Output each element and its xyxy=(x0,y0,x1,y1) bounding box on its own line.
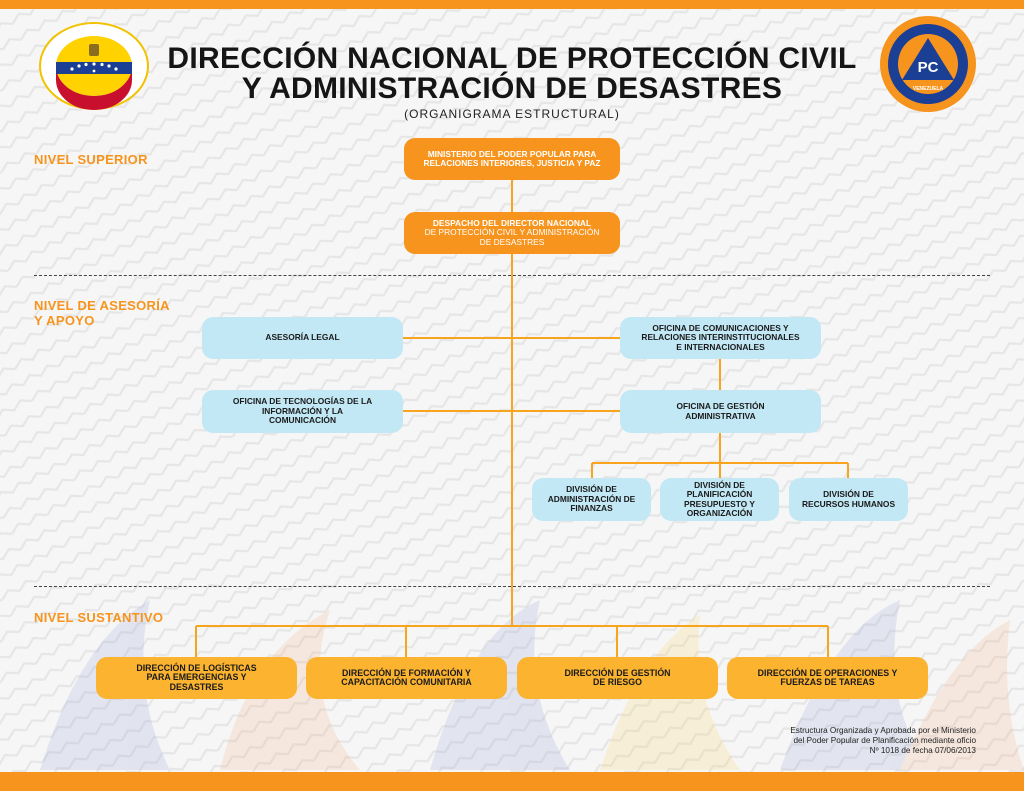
box-despacho-line-1: DESPACHO DEL DIRECTOR NACIONAL xyxy=(432,217,592,228)
box-gestion-admin-line-2: ADMINISTRATIVA xyxy=(685,410,756,421)
footnote-line-1: Estructura Organizada y Aprobada por el … xyxy=(790,726,976,735)
level-label-superior: NIVEL SUPERIOR xyxy=(34,152,148,167)
box-direccion-operaciones: DIRECCIÓN DE OPERACIONES Y FUERZAS DE TA… xyxy=(727,657,928,699)
box-div-planificacion-line-1: DIVISIÓN DE xyxy=(694,479,745,490)
box-oficina-comunicaciones: OFICINA DE COMUNICACIONES Y RELACIONES I… xyxy=(620,317,821,359)
box-div-planificacion-line-4: ORGANIZACIÓN xyxy=(686,508,753,518)
box-div-planificacion-line-3: PRESUPUESTO Y xyxy=(684,498,755,509)
level-label-sustantivo: NIVEL SUSTANTIVO xyxy=(34,610,164,625)
box-ministerio-line-1: MINISTERIO DEL PODER POPULAR PARA xyxy=(427,148,597,159)
box-division-recursos-humanos: DIVISIÓN DE RECURSOS HUMANOS xyxy=(789,478,908,521)
box-div-planificacion-line-2: PLANIFICACIÓN xyxy=(686,489,753,499)
box-comunicaciones-line-1: OFICINA DE COMUNICACIONES Y xyxy=(652,322,789,333)
box-div-finanzas-line-1: DIVISIÓN DE xyxy=(566,484,617,495)
box-asesoria-legal-line-1: ASESORÍA LEGAL xyxy=(265,332,340,343)
box-div-finanzas-line-2: ADMINISTRACIÓN DE xyxy=(547,493,636,504)
top-orange-band xyxy=(0,0,1024,9)
level-label-asesoria-line-2: Y APOYO xyxy=(34,313,95,328)
box-dir-operaciones-line-2: FUERZAS DE TAREAS xyxy=(780,677,875,687)
box-div-rrhh-line-2: RECURSOS HUMANOS xyxy=(801,498,896,509)
box-comunicaciones-line-2: RELACIONES INTERINSTITUCIONALES xyxy=(641,332,800,343)
box-despacho-line-3: DE DESASTRES xyxy=(479,236,545,247)
box-tecnologias-line-3: COMUNICACIÓN xyxy=(269,415,336,426)
pc-emblem-letters: PC xyxy=(918,59,939,76)
box-direccion-logisticas: DIRECCIÓN DE LOGÍSTICAS PARA EMERGENCIAS… xyxy=(96,657,297,699)
level-label-asesoria: NIVEL DE ASESORÍA Y APOYO xyxy=(34,298,170,328)
box-direccion-formacion: DIRECCIÓN DE FORMACIÓN Y CAPACITACIÓN CO… xyxy=(306,657,507,699)
page-title-line-1: DIRECCIÓN NACIONAL DE PROTECCIÓN CIVIL xyxy=(167,42,857,75)
page-subtitle: (ORGANIGRAMA ESTRUCTURAL) xyxy=(404,107,620,121)
approval-footnote: Estructura Organizada y Aprobada por el … xyxy=(740,726,976,756)
box-despacho-line-2: DE PROTECCIÓN CIVIL Y ADMINISTRACIÓN xyxy=(424,227,600,238)
box-gestion-admin-line-1: OFICINA DE GESTIÓN xyxy=(676,401,765,411)
box-oficina-tecnologias: OFICINA DE TECNOLOGÍAS DE LA INFORMACIÓN… xyxy=(202,390,403,433)
box-ministerio: MINISTERIO DEL PODER POPULAR PARA RELACI… xyxy=(404,138,620,180)
box-ministerio-line-2: RELACIONES INTERIORES, JUSTICIA Y PAZ xyxy=(423,158,601,168)
proteccion-civil-emblem-logo: PC VENEZUELA xyxy=(880,16,976,112)
box-tecnologias-line-1: OFICINA DE TECNOLOGÍAS DE LA xyxy=(232,396,373,407)
box-direccion-gestion-riesgo: DIRECCIÓN DE GESTIÓN DE RIESGO xyxy=(517,657,718,699)
box-dir-logisticas-line-1: DIRECCIÓN DE LOGÍSTICAS xyxy=(136,662,257,673)
box-div-rrhh-line-1: DIVISIÓN DE xyxy=(823,489,874,499)
box-dir-logisticas-line-2: PARA EMERGENCIAS Y xyxy=(146,672,247,683)
footnote-line-2: del Poder Popular de Planificación media… xyxy=(793,736,976,745)
box-dir-riesgo-line-1: DIRECCIÓN DE GESTIÓN xyxy=(564,667,671,678)
box-asesoria-legal: ASESORÍA LEGAL xyxy=(202,317,403,359)
box-dir-formacion-line-2: CAPACITACIÓN COMUNITARIA xyxy=(341,677,472,687)
footnote-line-3: Nº 1018 de fecha 07/06/2013 xyxy=(869,746,976,755)
emblem-country-label: VENEZUELA xyxy=(913,86,944,92)
box-division-finanzas: DIVISIÓN DE ADMINISTRACIÓN DE FINANZAS xyxy=(532,478,651,521)
box-oficina-gestion-administrativa: OFICINA DE GESTIÓN ADMINISTRATIVA xyxy=(620,390,821,433)
bottom-orange-band xyxy=(0,772,1024,791)
box-dir-formacion-line-1: DIRECCIÓN DE FORMACIÓN Y xyxy=(342,667,471,678)
page-title-line-2: Y ADMINISTRACIÓN DE DESASTRES xyxy=(241,72,783,105)
box-division-planificacion: DIVISIÓN DE PLANIFICACIÓN PRESUPUESTO Y … xyxy=(660,478,779,521)
box-dir-logisticas-line-3: DESASTRES xyxy=(169,681,224,692)
box-despacho-director: DESPACHO DEL DIRECTOR NACIONAL DE PROTEC… xyxy=(404,212,620,254)
box-dir-operaciones-line-1: DIRECCIÓN DE OPERACIONES Y xyxy=(757,667,898,678)
box-div-finanzas-line-3: FINANZAS xyxy=(570,503,613,514)
box-tecnologias-line-2: INFORMACIÓN Y LA xyxy=(261,405,344,416)
box-comunicaciones-line-3: E INTERNACIONALES xyxy=(676,341,765,352)
box-dir-riesgo-line-2: DE RIESGO xyxy=(593,677,642,687)
ministry-seal-logo xyxy=(39,22,149,110)
level-label-asesoria-line-1: NIVEL DE ASESORÍA xyxy=(34,298,170,313)
